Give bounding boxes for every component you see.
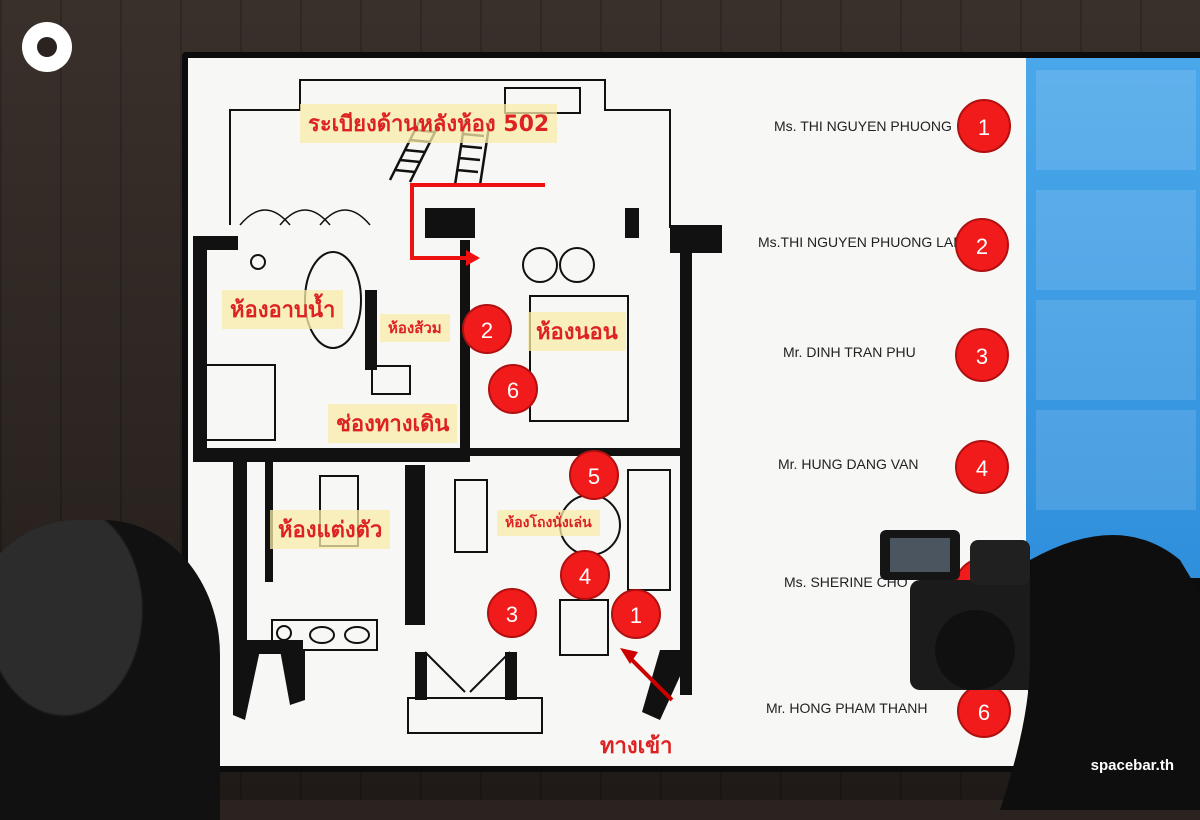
photo-thumbnail <box>1036 190 1196 290</box>
photo-thumbnail <box>1036 300 1196 400</box>
victim-name: Mr. HONG PHAM THANH <box>766 700 928 716</box>
room-label-living: ห้องโถงนั่งเล่น <box>497 510 600 536</box>
victim-number: 1 <box>957 99 1011 153</box>
victim-number: 2 <box>955 218 1009 272</box>
watermark: spacebar.th <box>1090 757 1174 774</box>
entrance-label: ทางเข้า <box>600 734 673 759</box>
victim-name: Ms.THI NGUYEN PHUONG LAN <box>758 234 964 250</box>
room-label-bathroom: ห้องอาบน้ำ <box>222 290 344 329</box>
victim-name: Mr. HUNG DANG VAN <box>778 456 919 472</box>
floorplan-marker-2: 2 <box>462 304 512 354</box>
victim-name: Ms. SHERINE CHO <box>784 574 908 590</box>
room-label-shower: ห้องส้วม <box>380 314 450 342</box>
foreground-person-silhouette <box>0 520 220 820</box>
room-label-balcony: ระเบียงด้านหลังห้อง 502 <box>300 104 558 143</box>
photo-side-panel <box>1026 58 1200 578</box>
photo-thumbnail <box>1036 70 1196 170</box>
victim-name: Ms. THI NGUYEN PHUONG <box>774 118 952 134</box>
floorplan-marker-1: 1 <box>611 589 661 639</box>
room-label-hallway: ช่องทางเดิน <box>328 404 458 443</box>
victim-number: 4 <box>955 440 1009 494</box>
room-label-bedroom: ห้องนอน <box>528 312 626 351</box>
floorplan-marker-6: 6 <box>488 364 538 414</box>
victim-number: 3 <box>955 328 1009 382</box>
spacebar-logo-icon <box>22 22 72 72</box>
victim-name: Mr. DINH TRAN PHU <box>783 344 916 360</box>
floorplan-marker-5: 5 <box>569 450 619 500</box>
floorplan-marker-3: 3 <box>487 588 537 638</box>
floorplan-marker-4: 4 <box>560 550 610 600</box>
video-camera-silhouette <box>880 530 1200 810</box>
photo-thumbnail <box>1036 410 1196 510</box>
room-label-dressing: ห้องแต่งตัว <box>270 510 391 549</box>
floor-plan <box>193 79 722 734</box>
